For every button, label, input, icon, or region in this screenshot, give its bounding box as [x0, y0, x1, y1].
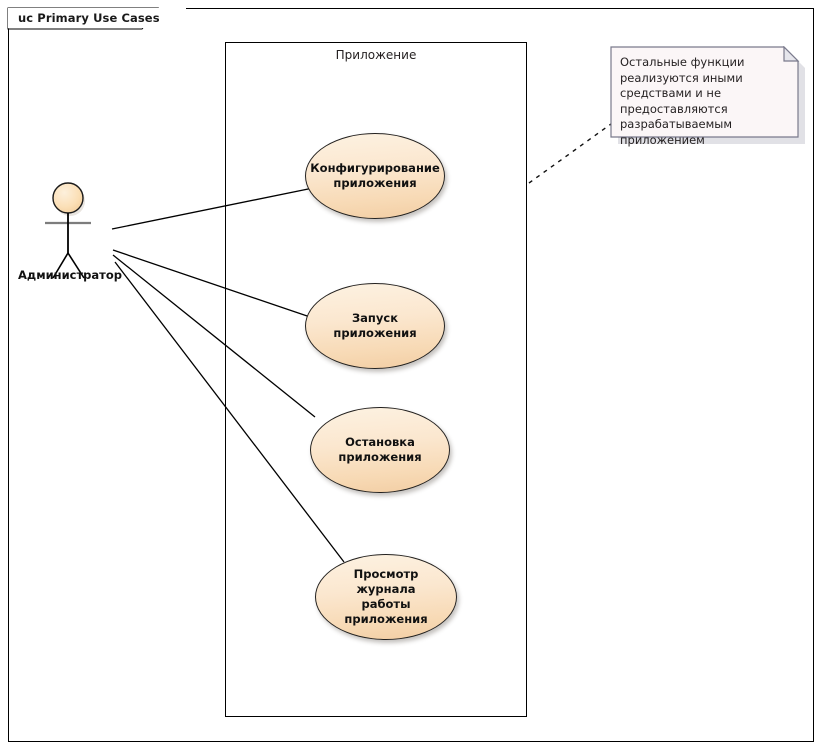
usecase-stop-application[interactable]: Остановка приложения [310, 407, 450, 493]
note-shape [610, 45, 805, 144]
usecase-start-application[interactable]: Запуск приложения [305, 283, 445, 369]
usecase-label: Запуск приложения [333, 311, 417, 340]
note-text: Остальные функции реализуются иными сред… [620, 55, 745, 147]
system-boundary-label: Приложение [335, 48, 417, 62]
usecase-label: Просмотр журнала работы приложения [344, 567, 428, 626]
usecase-label: Конфигурирование приложения [310, 161, 440, 190]
usecase-label: Остановка приложения [338, 435, 422, 464]
usecase-configure-application[interactable]: Конфигурирование приложения [305, 133, 445, 219]
actor-stick-figure-icon [45, 182, 91, 279]
actor-label: Администратор [18, 268, 122, 282]
actor-administrator[interactable] [24, 182, 136, 282]
scope-note[interactable]: Остальные функции реализуются иными сред… [610, 45, 805, 147]
frame-title: uc Primary Use Cases [8, 8, 186, 28]
usecase-view-application-log[interactable]: Просмотр журнала работы приложения [315, 554, 457, 640]
